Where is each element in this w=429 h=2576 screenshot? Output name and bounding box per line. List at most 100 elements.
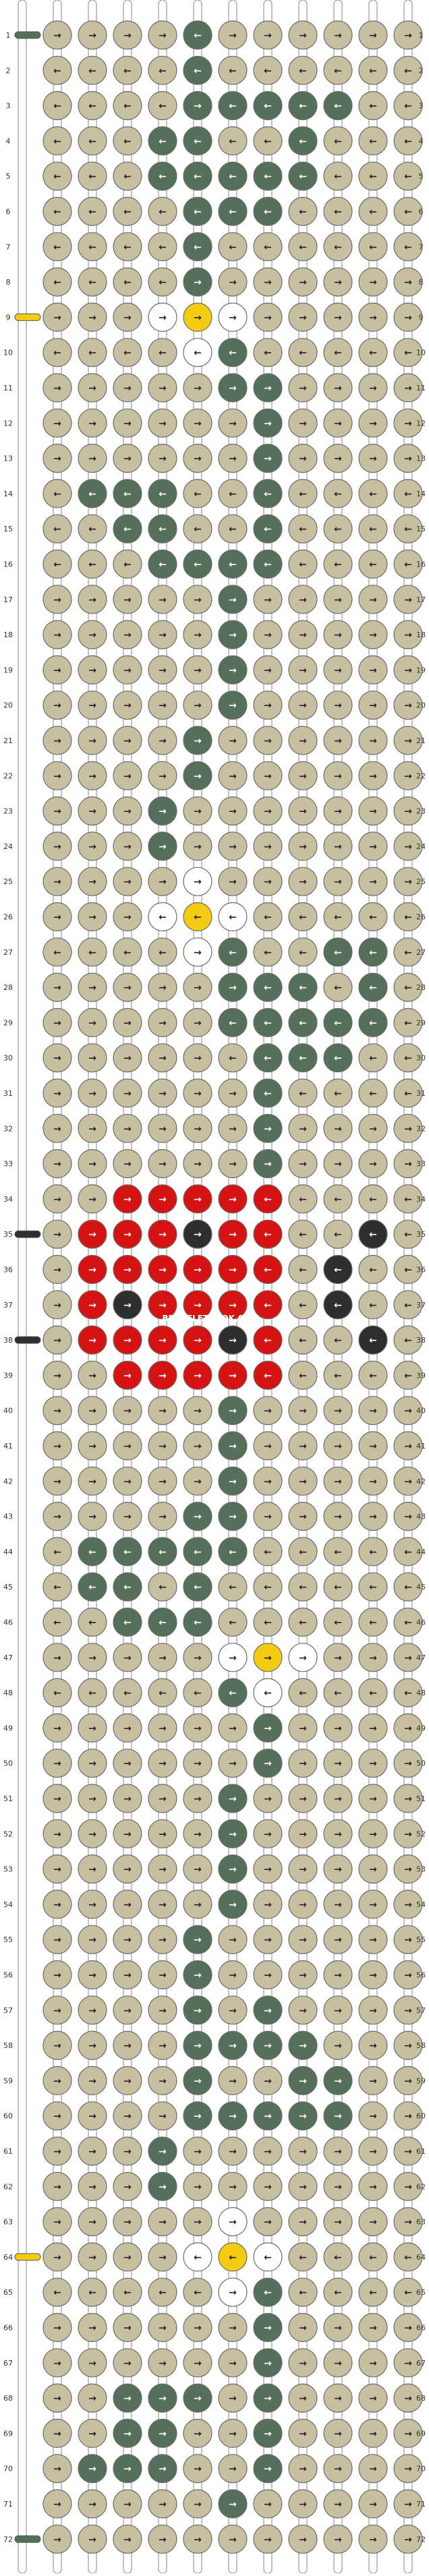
knot-r1-c7 [253,20,283,50]
knot-r42-c11 [393,1466,423,1496]
knot-arrow-r68-c4: → [159,2393,167,2404]
knot-arrow-r37-c5: → [194,1300,202,1311]
knot-arrow-r35-c1: → [53,1229,61,1240]
knot-arrow-r49-c3: → [123,1723,132,1734]
knot-arrow-r54-c1: → [53,1900,61,1910]
knot-arrow-r8-c2: ← [88,277,96,288]
row-label-left-31: 31 [3,1089,13,1098]
knot-arrow-r27-c3: ← [123,947,132,958]
knot-r72-c1 [42,2524,72,2554]
row-label-left-44: 44 [3,1548,13,1556]
knot-r20-c4 [148,691,177,720]
knot-arrow-r36-c11: ← [404,1265,412,1276]
knot-r55-c6 [218,1925,248,1954]
row-label-right-62: 62 [416,2182,426,2191]
knot-arrow-r51-c1: → [53,1794,61,1805]
row-label-right-51: 51 [416,1794,426,1803]
knot-arrow-r40-c2: → [88,1406,96,1417]
knot-r23-c11 [393,796,423,826]
knot-arrow-r4-c11: ← [404,136,412,147]
knot-r20-c11 [393,691,423,720]
row-label-right-36: 36 [416,1266,426,1275]
knot-r11-c3 [113,373,142,403]
knot-arrow-r44-c7: ← [264,1547,272,1558]
knot-arrow-r11-c10: → [369,383,377,394]
knot-arrow-r59-c9: → [334,2076,342,2086]
knot-r9-c1 [42,302,72,332]
knot-r18-c2 [78,620,107,649]
knot-arrow-r22-c6: → [229,771,237,782]
knot-arrow-r5-c10: ← [369,171,377,182]
knot-arrow-r7-c7: ← [264,242,272,253]
knot-r8-c6 [218,267,248,297]
knot-arrow-r67-c11: → [404,2358,412,2369]
knot-r40-c10 [358,1396,388,1426]
knot-r51-c6 [218,1784,248,1813]
knot-arrow-r65-c9: ← [334,2287,342,2298]
knot-r13-c2 [78,443,107,473]
knot-arrow-r41-c1: → [53,1441,61,1452]
knot-r20-c8 [288,691,318,720]
knot-arrow-r60-c7: → [264,2111,272,2122]
knot-arrow-r4-c6: ← [229,136,237,147]
knot-r13-c8 [288,443,318,473]
knot-r42-c9 [323,1466,353,1496]
row-label-left-52: 52 [3,1829,13,1838]
knot-r72-c2 [78,2524,107,2554]
row-label-right-57: 57 [416,2006,426,2015]
knot-arrow-r53-c3: → [123,1865,132,1875]
knot-r14-c7 [253,479,283,508]
knot-arrow-r56-c8: → [299,1970,307,1981]
knot-arrow-r14-c2: ← [88,489,96,500]
knot-arrow-r55-c6: → [229,1935,237,1945]
knot-arrow-r63-c10: → [369,2217,377,2228]
knot-arrow-r17-c8: → [299,595,307,606]
knot-r25-c2 [78,867,107,896]
knot-r1-c2 [78,20,107,50]
knot-arrow-r67-c6: → [229,2358,237,2369]
knot-r10-c9 [323,338,353,368]
knot-r34-c8 [288,1184,318,1214]
knot-arrow-r68-c1: → [53,2393,61,2404]
knot-r31-c1 [42,1078,72,1108]
knot-r41-c2 [78,1431,107,1461]
knot-arrow-r46-c6: ← [229,1618,237,1629]
knot-r60-c2 [78,2101,107,2131]
knot-arrow-r19-c2: → [88,665,96,676]
knot-r27-c7 [253,937,283,967]
knot-r32-c8 [288,1113,318,1143]
knot-arrow-r57-c8: → [299,2006,307,2016]
knot-r40-c5 [183,1396,212,1426]
knot-r53-c8 [288,1854,318,1884]
knot-arrow-r15-c9: ← [334,524,342,535]
row-label-right-2: 2 [419,66,424,75]
knot-r45-c2 [78,1572,107,1602]
knot-r15-c4 [148,514,177,544]
knot-arrow-r19-c8: → [299,665,307,676]
knot-r56-c9 [323,1960,353,1990]
knot-r51-c10 [358,1784,388,1813]
knot-r25-c9 [323,867,353,896]
knot-r59-c7 [253,2066,283,2095]
knot-arrow-r65-c4: ← [159,2287,167,2298]
knot-arrow-r58-c5: → [194,2041,202,2051]
knot-arrow-r44-c2: ← [88,1547,96,1558]
knot-r42-c4 [148,1466,177,1496]
knot-arrow-r3-c11: ← [404,101,412,112]
knot-r29-c2 [78,1007,107,1038]
knot-r41-c6 [218,1431,248,1461]
row-label-left-33: 33 [3,1160,13,1169]
knot-r56-c11 [393,1960,423,1990]
knot-r40-c6 [218,1396,248,1426]
knot-arrow-r61-c9: → [334,2146,342,2157]
knot-arrow-r22-c11: → [404,771,412,782]
row-label-left-18: 18 [3,631,13,639]
knot-arrow-r31-c9: ← [334,1088,342,1099]
knot-r69-c8 [288,2418,318,2448]
knot-r54-c8 [288,1890,318,1919]
knot-r48-c11 [393,1678,423,1707]
knot-arrow-r36-c2: → [88,1265,96,1276]
knot-arrow-r69-c3: → [123,2428,132,2439]
knot-r61-c3 [113,2136,142,2166]
knot-r57-c7 [253,1995,283,2025]
